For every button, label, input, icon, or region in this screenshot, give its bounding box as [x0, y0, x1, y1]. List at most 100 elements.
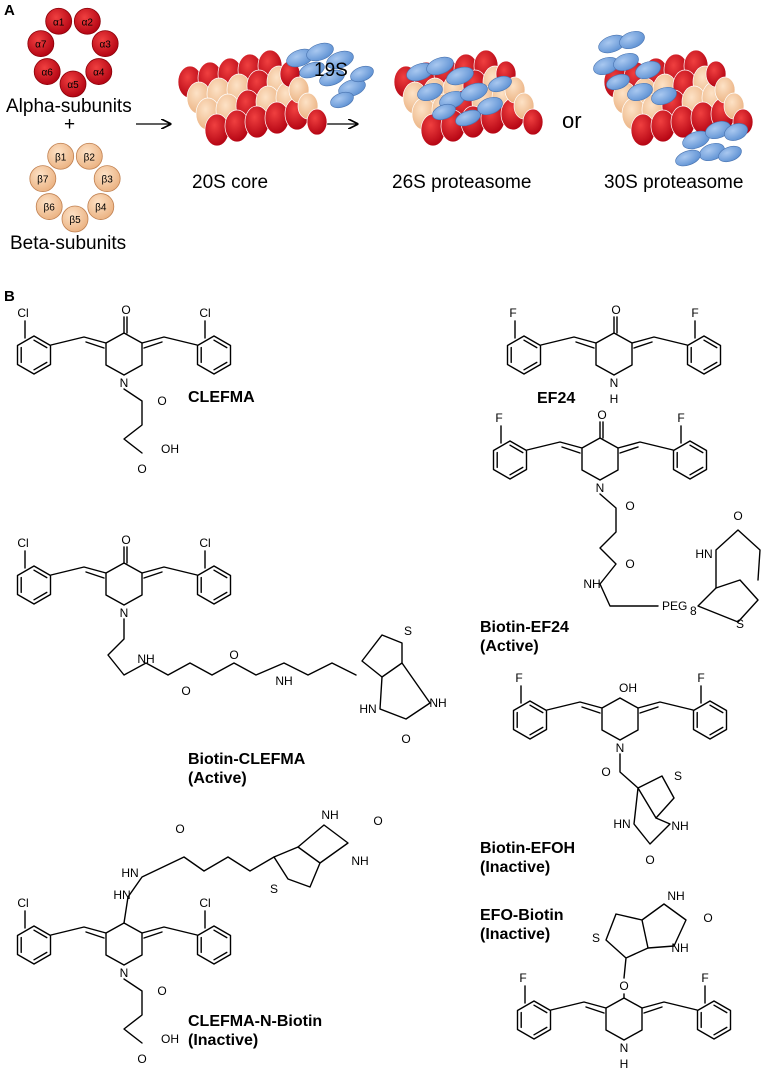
- beta-subunit: [35, 193, 63, 220]
- benzene-ring: [16, 925, 52, 965]
- piperidine-ring: [595, 332, 633, 376]
- hydrazide-nh: HN: [113, 888, 130, 902]
- double-bond: [533, 1026, 548, 1036]
- alpha-subunit: [73, 7, 101, 35]
- thiolane-ring: [273, 846, 321, 888]
- alpha-subunits-label: Alpha-subunits: [6, 96, 132, 117]
- core-20s-label: 20S core: [192, 172, 269, 193]
- double-bond: [619, 446, 639, 454]
- beta-subunit-label: β6: [44, 203, 56, 214]
- halogen-atom: F: [701, 971, 708, 985]
- piperidine-ring: [105, 562, 143, 606]
- imidazolidinone-ring: [641, 903, 687, 949]
- cap-subunit: [619, 30, 645, 50]
- cap-subunit: [651, 86, 677, 106]
- alpha-subunit: [45, 7, 73, 35]
- piperidine-ring: [105, 922, 143, 966]
- alpha-subunit: [27, 30, 55, 58]
- cap-subunit: [635, 60, 661, 80]
- double-bond: [575, 341, 595, 349]
- double-bond: [581, 706, 601, 714]
- oxygen-atom: O: [373, 814, 382, 828]
- alpha-subunit-label: α5: [67, 80, 79, 91]
- carbonyl: [599, 421, 604, 439]
- nitrogen-atom: N: [620, 1041, 629, 1055]
- peg-subscript: 8: [690, 604, 697, 618]
- beta-subunit: [47, 142, 75, 170]
- compound-name-ef24: EF24: [537, 390, 576, 407]
- benzene-ring: [506, 335, 542, 375]
- double-bond: [85, 571, 105, 579]
- halogen-atom: F: [691, 306, 698, 320]
- oxygen-atom: O: [625, 499, 634, 513]
- halogen-atom: Cl: [17, 306, 28, 320]
- benzene-ring: [16, 565, 52, 605]
- double-bond: [689, 466, 704, 476]
- compound-status: (Inactive): [480, 926, 551, 943]
- core-20s: [177, 49, 328, 147]
- nitrogen-atom: N: [616, 741, 625, 755]
- beta-subunit-label: β7: [37, 175, 49, 186]
- oxygen-atom: O: [229, 648, 238, 662]
- double-bond: [509, 444, 524, 454]
- imidazolidinone-ring: [379, 662, 431, 720]
- halogen-atom: F: [495, 411, 502, 425]
- double-bond: [213, 951, 228, 961]
- cap-subunit: [446, 66, 474, 86]
- oxygen-atom: O: [733, 509, 742, 523]
- bond: [546, 701, 603, 711]
- amide-nh: NH: [351, 854, 368, 868]
- bond: [50, 566, 107, 576]
- beta-subunit: [61, 205, 89, 233]
- benzene-ring: [196, 335, 232, 375]
- double-bond: [85, 341, 105, 349]
- core-subunit: [522, 108, 544, 136]
- oxygen-atom: O: [157, 984, 166, 998]
- halogen-atom: Cl: [17, 896, 28, 910]
- piperidine-ring: [105, 332, 143, 376]
- double-bond: [213, 339, 228, 349]
- oxygen-atom: O: [175, 822, 184, 836]
- amide-nh: NH: [667, 889, 684, 903]
- double-bond: [523, 361, 538, 371]
- peg-linker: PEG: [662, 599, 687, 613]
- compound-status: (Inactive): [480, 859, 551, 876]
- panel-a-letter: A: [4, 2, 15, 19]
- double-bond: [143, 571, 163, 579]
- cap-subunit: [606, 73, 630, 91]
- cap-subunit: [330, 91, 354, 109]
- compound-title: EFO-Biotin: [480, 907, 564, 924]
- beta-subunit: [87, 193, 115, 220]
- double-bond: [33, 591, 48, 601]
- double-bond: [533, 1004, 548, 1014]
- bond: [631, 336, 688, 346]
- cap-subunit: [627, 82, 653, 102]
- oxygen-atom: O: [181, 684, 190, 698]
- bond: [540, 336, 597, 346]
- benzene-ring: [672, 440, 708, 480]
- amide-nh: NH: [583, 577, 600, 591]
- oxygen-atom: O: [121, 303, 130, 317]
- double-bond: [703, 339, 718, 349]
- amide-nh: NH: [321, 808, 338, 822]
- double-bond: [523, 339, 538, 349]
- beta-subunit-label: β5: [69, 215, 81, 226]
- amide-nh: NH: [429, 696, 446, 710]
- oxygen-atom: O: [645, 853, 654, 867]
- sulfur-atom: S: [404, 624, 412, 638]
- double-bond: [561, 446, 581, 454]
- cap-subunit: [488, 75, 512, 93]
- cap-subunit: [426, 56, 454, 76]
- oxygen-atom: O: [157, 394, 166, 408]
- compound-title: Biotin-CLEFMA: [188, 751, 306, 768]
- cap-subunit: [319, 69, 345, 87]
- piperidine-ring: [601, 697, 639, 741]
- cap-subunit: [350, 65, 374, 83]
- amide-nh: HN: [695, 547, 712, 561]
- chain: [123, 388, 143, 454]
- bond: [617, 441, 674, 451]
- carbonyl: [123, 316, 128, 334]
- alpha-subunit: [85, 58, 113, 85]
